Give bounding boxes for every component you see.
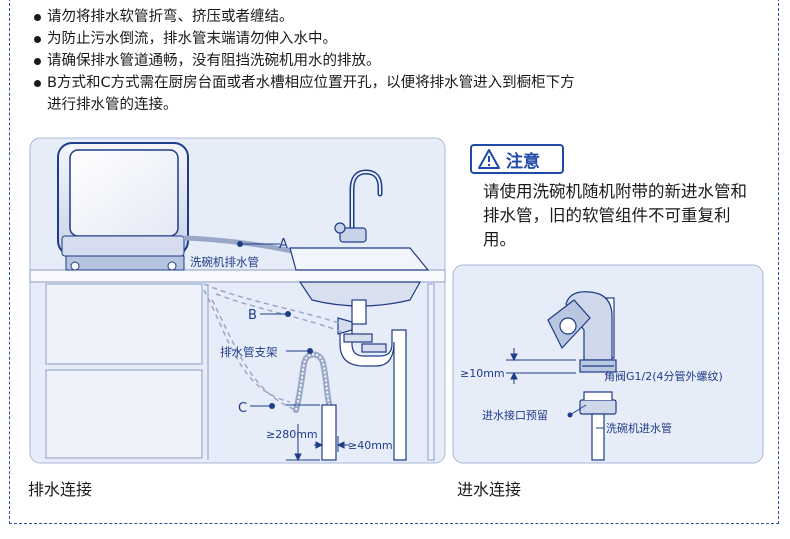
note-item: B方式和C方式需在厨房台面或者水槽相应位置开孔，以便将排水管进入到橱柜下方 (34, 72, 764, 94)
notes-list: 请勿将排水软管折弯、挤压或者缠结。 为防止污水倒流，排水管末端请勿伸入水中。 请… (34, 6, 764, 116)
hose-bracket (293, 351, 337, 461)
caution-title: 注意 (506, 151, 540, 172)
dim-10 (506, 348, 576, 384)
dim-height-text: ≥280mm (266, 428, 318, 441)
dim-width-text: ≥40mm (348, 439, 393, 452)
sink (289, 247, 430, 307)
dishwasher (57, 142, 189, 271)
dim-gap-text: ≥10mm (460, 367, 505, 380)
warning-icon (478, 149, 500, 169)
note-item: 请勿将排水软管折弯、挤压或者缠结。 (34, 6, 764, 28)
label-bracket: 排水管支架 (220, 345, 278, 359)
note-item: 请确保排水管道通畅，没有阻挡洗碗机用水的排放。 (34, 50, 764, 72)
note-item-continuation: 进行排水管的连接。 (47, 97, 178, 113)
drain-panel: A 洗碗机排水管 B 排水管支架 C ≥280mm ≥40mm (29, 137, 446, 464)
dim-280 (286, 404, 320, 462)
inlet-hose (579, 391, 617, 461)
label-hose: 洗碗机排水管 (190, 255, 259, 269)
dashed-frame (9, 0, 779, 524)
caution-body: 请使用洗碗机随机附带的新进水管和排水管，旧的软管组件不可重复利用。 (483, 182, 747, 249)
caution-box: 注意 (470, 144, 564, 174)
inlet-hose-label: 洗碗机进水管 (606, 421, 672, 435)
inlet-panel: ≥10mm 角阀G1/2(4分管外螺纹) 进水接口预留 洗碗机进水管 (452, 264, 764, 464)
dim-40 (314, 436, 350, 452)
label-b: B (248, 308, 257, 323)
note-item: 为防止污水倒流，排水管末端请勿伸入水中。 (34, 28, 764, 50)
inlet-caption: 进水连接 (457, 480, 522, 499)
drain-caption: 排水连接 (28, 480, 93, 499)
label-a: A (279, 237, 288, 252)
faucet (334, 169, 383, 243)
drain-trap (337, 299, 407, 461)
angle-valve (547, 291, 617, 373)
reserve-label: 进水接口预留 (482, 409, 548, 422)
label-c: C (238, 401, 247, 416)
valve-label: 角阀G1/2(4分管外螺纹) (604, 369, 723, 383)
